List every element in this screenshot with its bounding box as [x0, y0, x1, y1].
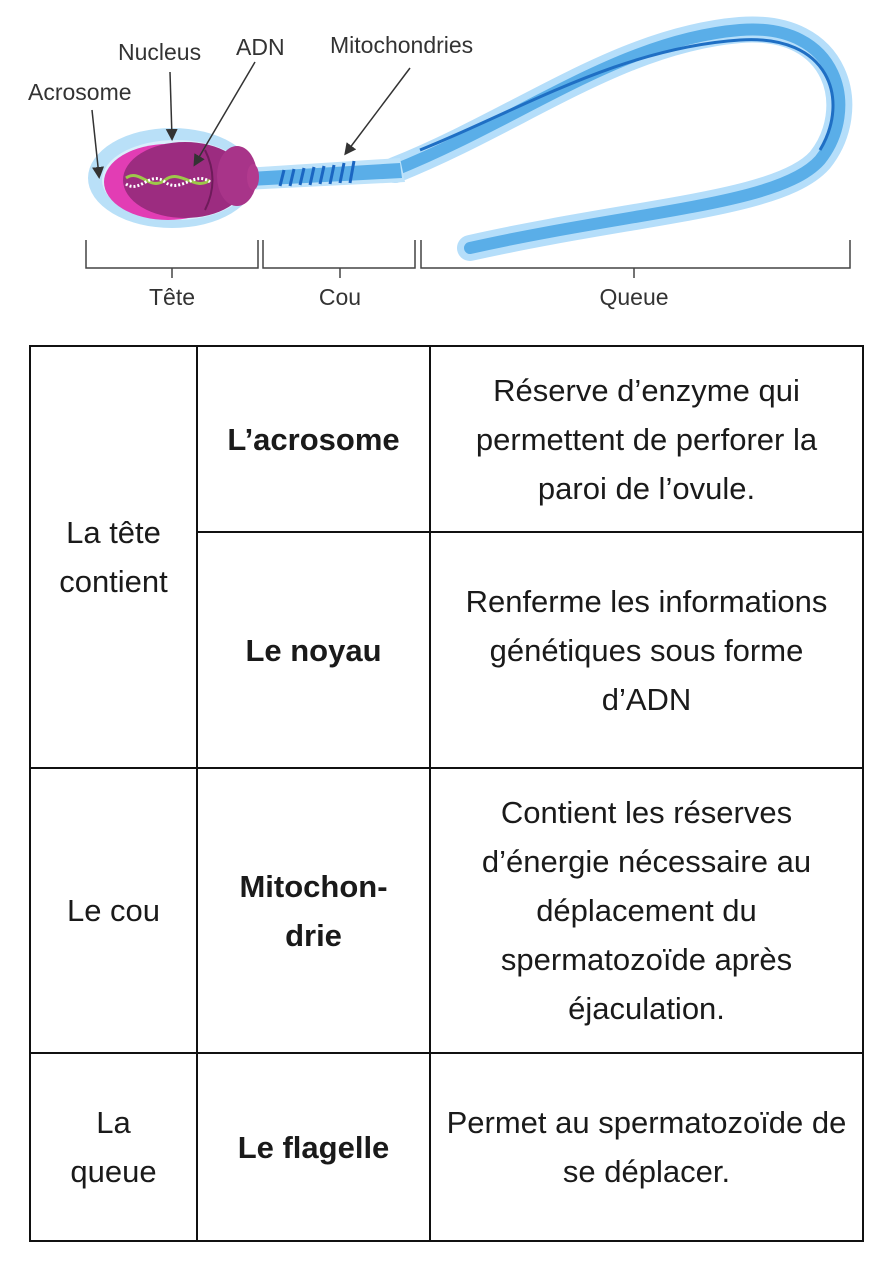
table-row: La tête contient L’acrosome Réserve d’en… [29, 345, 864, 769]
head [88, 128, 259, 228]
part-cell: Mitochon-drie [196, 767, 431, 1054]
region-cell: La tête contient [29, 345, 198, 769]
role-cell: Réserve d’enzyme qui permettent de perfo… [429, 345, 864, 533]
section-tete: Tête [149, 284, 195, 310]
part-cell: Le flagelle [196, 1052, 431, 1242]
label-mitochondries: Mitochondries [330, 32, 473, 58]
dna-icon [125, 174, 211, 188]
label-arrows [91, 61, 411, 179]
section-queue: Queue [599, 284, 668, 310]
tail-flagellum [382, 16, 853, 261]
label-nucleus: Nucleus [118, 39, 201, 65]
section-cou: Cou [319, 284, 361, 310]
label-acrosome: Acrosome [28, 79, 132, 105]
role-cell: Contient les réserves d’énergie nécessai… [429, 767, 864, 1054]
part-cell: Le noyau [196, 531, 431, 769]
region-cell: Le cou [29, 767, 198, 1054]
mitochondria-bands [278, 160, 356, 187]
region-cell: La queue [29, 1052, 198, 1242]
sperm-diagram: Acrosome Nucleus ADN Mitochondries Tête … [28, 16, 853, 310]
role-cell: Renferme les informations génétiques sou… [429, 531, 864, 769]
neck-midpiece [245, 158, 405, 190]
label-adn: ADN [236, 34, 285, 60]
role-cell: Permet au spermatozoïde de se déplacer. [429, 1052, 864, 1242]
table-row: La queue Le flagelle Permet au spermatoz… [29, 1052, 864, 1242]
part-cell: L’acrosome [196, 345, 431, 533]
sperm-parts-table: La tête contient L’acrosome Réserve d’en… [29, 345, 864, 1242]
table-row: Le cou Mitochon-drie Contient les réserv… [29, 767, 864, 1054]
section-brackets [85, 240, 851, 278]
table-row: Le noyau Renferme les informations génét… [30, 531, 864, 769]
